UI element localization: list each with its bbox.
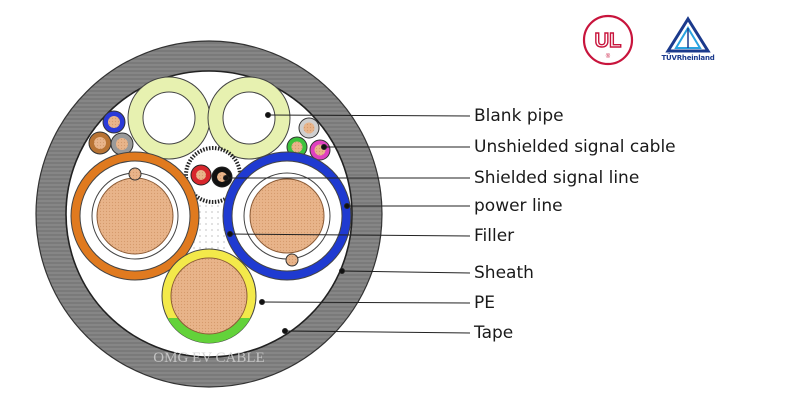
blank-pipe-left (127, 76, 211, 160)
tuv-triangle-icon (665, 16, 711, 53)
label-sheath: Sheath (474, 263, 534, 283)
power-line-right (222, 151, 352, 281)
ul-logo: UL ® (582, 14, 634, 66)
label-tape: Tape (474, 323, 514, 343)
watermark: OMG EV CABLE (153, 350, 264, 366)
power-line-left (70, 151, 200, 281)
svg-text:UL: UL (595, 30, 622, 52)
label-pe: PE (474, 293, 495, 313)
tuv-wordmark: TÜVRheinland (661, 54, 715, 62)
label-filler: Filler (474, 226, 515, 246)
label-unshielded-signal-cable: Unshielded signal cable (474, 137, 676, 157)
shielded-signal-line (184, 146, 242, 204)
signal-cores-left (88, 110, 134, 156)
label-power-line: power line (474, 196, 563, 216)
tuv-rheinland-logo: TÜVRheinland (660, 16, 716, 70)
blank-pipe-right (207, 76, 291, 160)
leader-lines (223, 112, 471, 334)
label-shielded-signal-line: Shielded signal line (474, 168, 640, 188)
svg-text:®: ® (606, 53, 611, 60)
ul-logo-mark: UL ® (582, 14, 634, 66)
label-blank-pipe: Blank pipe (474, 106, 564, 126)
pe-conductor (161, 248, 257, 344)
